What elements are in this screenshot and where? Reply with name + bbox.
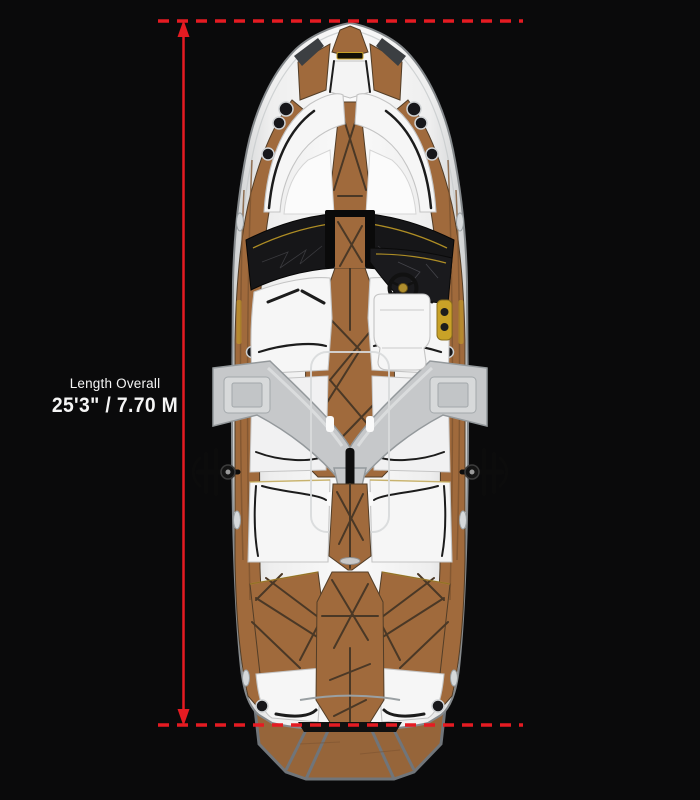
brand-plaque (336, 52, 364, 60)
helm-seat (373, 293, 431, 371)
dimension-value: 25'3" / 7.70 M (51, 394, 179, 417)
dimension-label-block: Length Overall 25'3" / 7.70 M (35, 376, 195, 418)
arrowhead-up (177, 20, 190, 37)
helm-control-panel (436, 299, 453, 341)
dimension-label: Length Overall (69, 376, 161, 391)
windshield-center-frame (325, 210, 375, 268)
engine-hatch (328, 483, 372, 571)
helm-station (369, 247, 453, 371)
arrowhead-down (177, 709, 190, 726)
transom-grab-rail (299, 694, 401, 701)
dimension-annotation (158, 19, 523, 727)
stern-walkway (315, 571, 385, 725)
